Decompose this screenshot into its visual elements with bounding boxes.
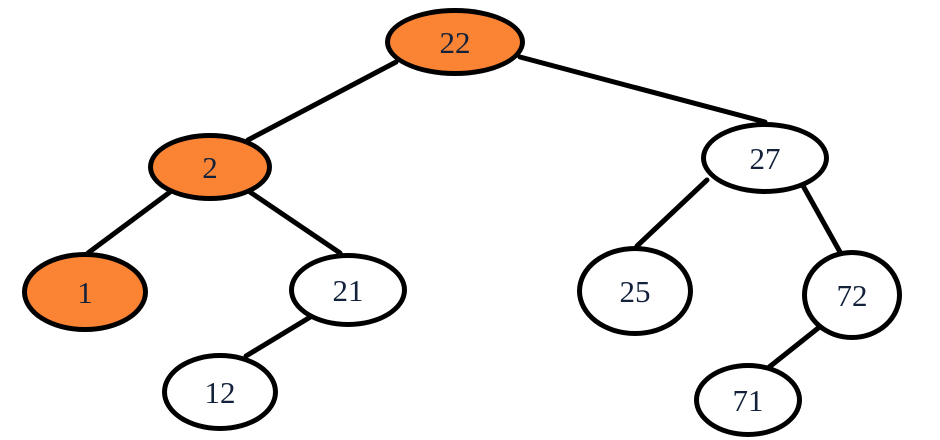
tree-node-22[interactable]: 22	[385, 8, 525, 76]
tree-node-label: 25	[619, 273, 651, 309]
tree-node-label: 72	[836, 277, 868, 313]
tree-node-label: 27	[749, 140, 781, 176]
tree-node-label: 21	[332, 272, 364, 308]
tree-edge-n21-n12	[243, 313, 315, 359]
tree-node-72[interactable]: 72	[802, 250, 902, 340]
tree-node-label: 22	[439, 24, 471, 60]
tree-edge-n22-n27	[517, 54, 768, 125]
tree-node-2[interactable]: 2	[148, 133, 272, 201]
tree-node-1[interactable]: 1	[22, 252, 148, 332]
tree-node-71[interactable]: 71	[694, 363, 802, 437]
tree-edge-n22-n2	[245, 59, 399, 143]
tree-node-label: 71	[732, 382, 764, 418]
tree-edge-n72-n71	[765, 322, 825, 371]
tree-node-label: 2	[202, 149, 218, 185]
tree-node-27[interactable]: 27	[701, 122, 829, 194]
tree-edge-n27-n72	[799, 181, 843, 255]
tree-node-25[interactable]: 25	[577, 246, 693, 336]
tree-node-label: 12	[204, 374, 236, 410]
tree-edge-n27-n25	[634, 177, 710, 249]
tree-node-12[interactable]: 12	[162, 353, 278, 431]
tree-edge-n2-n1	[85, 189, 173, 256]
tree-node-label: 1	[77, 274, 93, 310]
tree-node-21[interactable]: 21	[289, 253, 407, 327]
tree-edge-n2-n21	[247, 189, 343, 256]
